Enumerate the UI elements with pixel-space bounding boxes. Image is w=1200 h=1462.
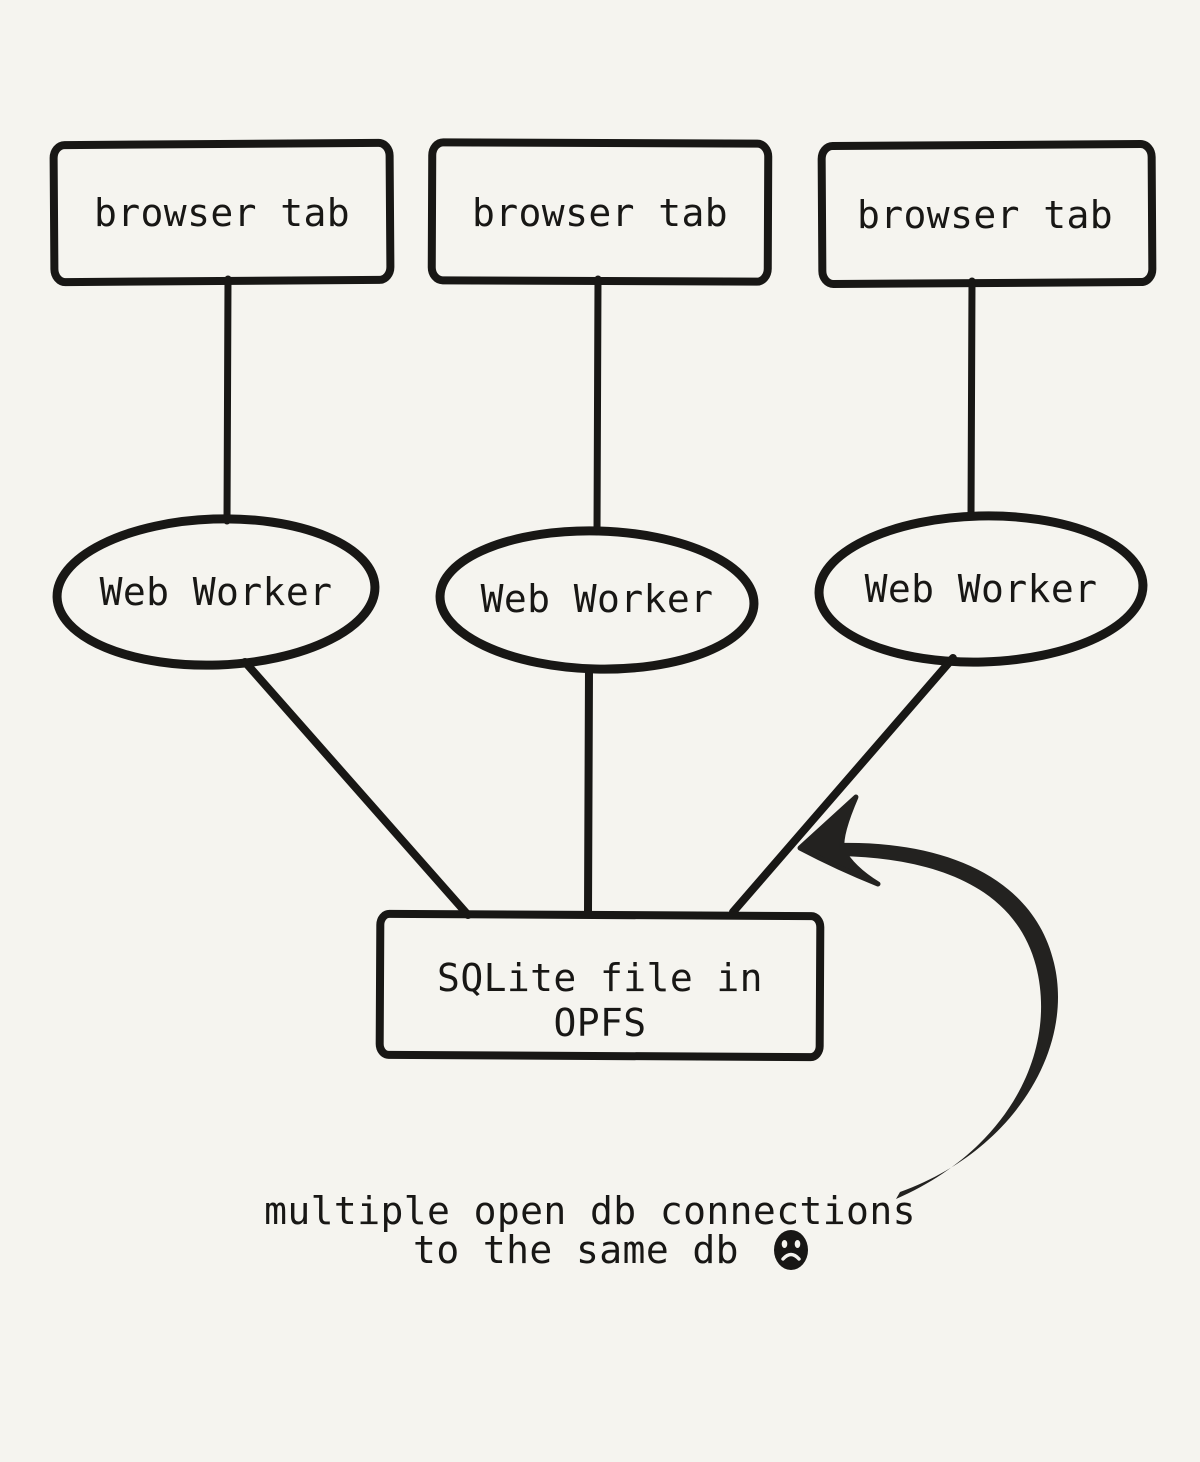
connector-worker3-storage [729, 654, 957, 916]
browser-tab-box-1 [49, 138, 395, 287]
annotation-arrow-head [797, 794, 881, 887]
web-worker-ellipse-1 [52, 514, 380, 670]
web-worker-label-1: Web Worker [100, 570, 333, 614]
browser-tab-label-1: browser tab [94, 191, 350, 235]
web-worker-ellipse-3 [814, 511, 1148, 667]
web-worker-ellipse-2 [435, 526, 759, 674]
connector-tab3-worker3 [967, 277, 976, 521]
browser-tab-label-2: browser tab [472, 191, 728, 235]
connector-worker2-storage [584, 666, 593, 916]
annotation-line1: multiple open db connections [264, 1189, 916, 1233]
annotation-line2: to the same db [413, 1228, 739, 1272]
sqlite-opfs-label-line1: SQLite file in [437, 956, 763, 1000]
web-worker-label-2: Web Worker [481, 577, 714, 621]
browser-tab-box-3 [817, 140, 1157, 288]
connector-worker1-storage [241, 658, 472, 919]
annotation-arrow-body [840, 842, 1059, 1199]
web-worker-label-3: Web Worker [865, 567, 1098, 611]
sqlite-opfs-label-line2: OPFS [553, 1001, 646, 1045]
sad-face-icon [774, 1230, 808, 1270]
browser-tab-label-3: browser tab [857, 193, 1113, 237]
sqlite-opfs-box [375, 909, 825, 1062]
connector-tab2-worker2 [593, 275, 602, 536]
connector-tab1-worker1 [223, 275, 232, 525]
